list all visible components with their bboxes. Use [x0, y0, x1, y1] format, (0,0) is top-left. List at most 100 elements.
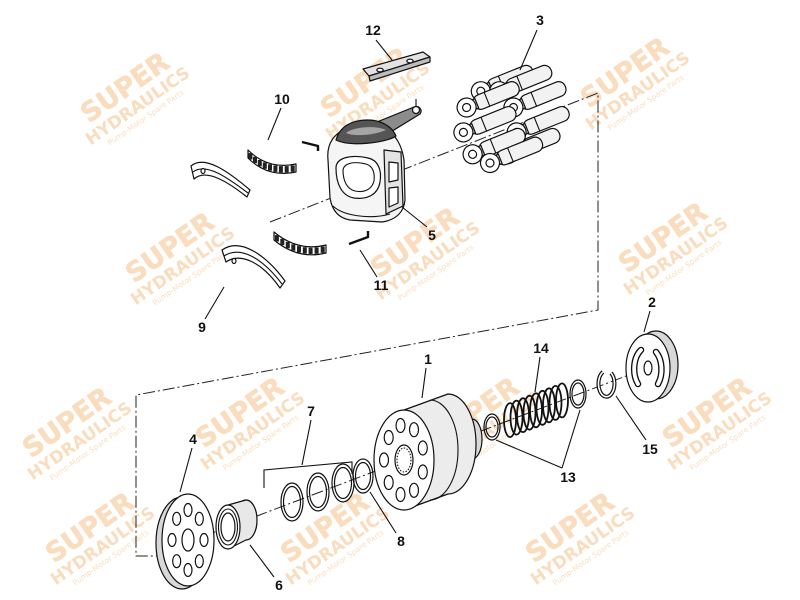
- ring-outer: [306, 472, 330, 512]
- piston-shoe-center: [462, 102, 472, 113]
- cage-band: [273, 231, 327, 256]
- cylinder-bore: [378, 452, 390, 468]
- assembly-boundary-line: [135, 92, 599, 557]
- valve-plate-center-hole: [643, 360, 653, 376]
- plate-hole: [406, 58, 414, 64]
- leader-13b: [561, 409, 581, 469]
- piston-groove: [480, 116, 488, 132]
- piston-set: [453, 64, 570, 174]
- leader-8: [369, 491, 397, 534]
- cylinder-bore: [408, 422, 420, 438]
- roller: [291, 244, 296, 251]
- circlip-highlight: [597, 371, 616, 398]
- callout-6: 6: [275, 577, 283, 593]
- spring-coil: [535, 389, 550, 426]
- swashplate-slot: [388, 161, 399, 183]
- valve-plate-port: [194, 554, 204, 569]
- callout-9: 9: [198, 319, 206, 335]
- piston-shoe-center: [468, 149, 478, 159]
- roller: [314, 247, 319, 254]
- piston-groove: [507, 147, 514, 162]
- valve-plate-port: [183, 502, 193, 518]
- pin-lower: [348, 231, 370, 246]
- roller: [290, 165, 295, 172]
- ring: [306, 472, 330, 512]
- callout-10: 10: [274, 91, 290, 107]
- valve-plate-center-hole: [181, 528, 195, 552]
- spring-coil: [522, 394, 537, 431]
- retainer-ring-band: [221, 245, 286, 289]
- ring-inner: [354, 461, 372, 491]
- roller: [257, 160, 262, 167]
- ring: [483, 413, 501, 441]
- cylinder-bore: [383, 474, 394, 491]
- retainer-ring-lower: [221, 245, 286, 289]
- spring: [503, 382, 569, 439]
- ring-outer: [483, 413, 501, 441]
- spring-coil: [548, 384, 563, 421]
- spring-coil: [529, 392, 543, 429]
- spring-coil: [516, 397, 530, 434]
- leader-7: [301, 419, 312, 466]
- cylinder-bore: [417, 464, 428, 480]
- ring-outer: [280, 482, 304, 522]
- roller: [308, 247, 313, 254]
- plate-hole: [376, 67, 384, 73]
- cylinder-block: [373, 393, 483, 511]
- roller: [262, 162, 267, 169]
- roller-cage-lower: [273, 231, 327, 256]
- ring: [280, 482, 304, 522]
- leader-lines: [179, 29, 651, 578]
- leader-12: [375, 39, 393, 61]
- piston: [462, 127, 526, 165]
- cylinder-bore: [395, 486, 406, 503]
- leader-5: [401, 206, 428, 228]
- piston-shoe-center: [458, 127, 468, 137]
- swashplate-lip: [332, 205, 391, 218]
- cylinder-bore: [383, 429, 394, 446]
- roller: [274, 235, 279, 242]
- piston-groove: [533, 116, 541, 132]
- piston-groove: [530, 92, 538, 107]
- roller: [268, 164, 272, 171]
- leader-4: [179, 447, 193, 493]
- ring-outer: [569, 379, 587, 409]
- callout-13: 13: [560, 469, 576, 485]
- roller-cage-upper: [247, 149, 297, 174]
- piston: [456, 81, 520, 118]
- cylinder-bore: [395, 417, 406, 434]
- ring: [569, 379, 587, 409]
- callout-3: 3: [536, 12, 544, 28]
- retainer-ring-edge: [223, 251, 283, 285]
- spring-coil: [509, 399, 524, 436]
- callout-1: 1: [424, 351, 432, 367]
- swashplate-slot: [388, 186, 399, 208]
- cylinder-block-step: [429, 399, 459, 501]
- piston-groove: [489, 138, 497, 154]
- piston-shoe-center: [485, 158, 495, 168]
- roller: [297, 246, 301, 253]
- valve-plate-port: [183, 562, 193, 578]
- callout-4: 4: [189, 431, 197, 447]
- leader-11: [359, 249, 378, 278]
- retainer-ring-edge: [192, 168, 249, 194]
- swashplate-pivot: [411, 105, 421, 115]
- spring-coil: [503, 402, 517, 439]
- leader-13a: [495, 439, 563, 469]
- piston: [503, 81, 567, 118]
- spring-coil: [555, 382, 569, 419]
- bearing: [215, 499, 258, 550]
- leader-9: [204, 286, 225, 320]
- leader-14: [534, 356, 541, 393]
- cage-band: [247, 149, 297, 174]
- retainer-ring-hole: [200, 167, 206, 175]
- swashplate: [327, 99, 422, 223]
- roller: [302, 247, 307, 254]
- callout-7: 7: [307, 403, 315, 419]
- valve-plate-port: [167, 532, 177, 548]
- bracket-7: [263, 461, 353, 488]
- callout-15: 15: [642, 441, 658, 457]
- bearing-race: [217, 508, 239, 546]
